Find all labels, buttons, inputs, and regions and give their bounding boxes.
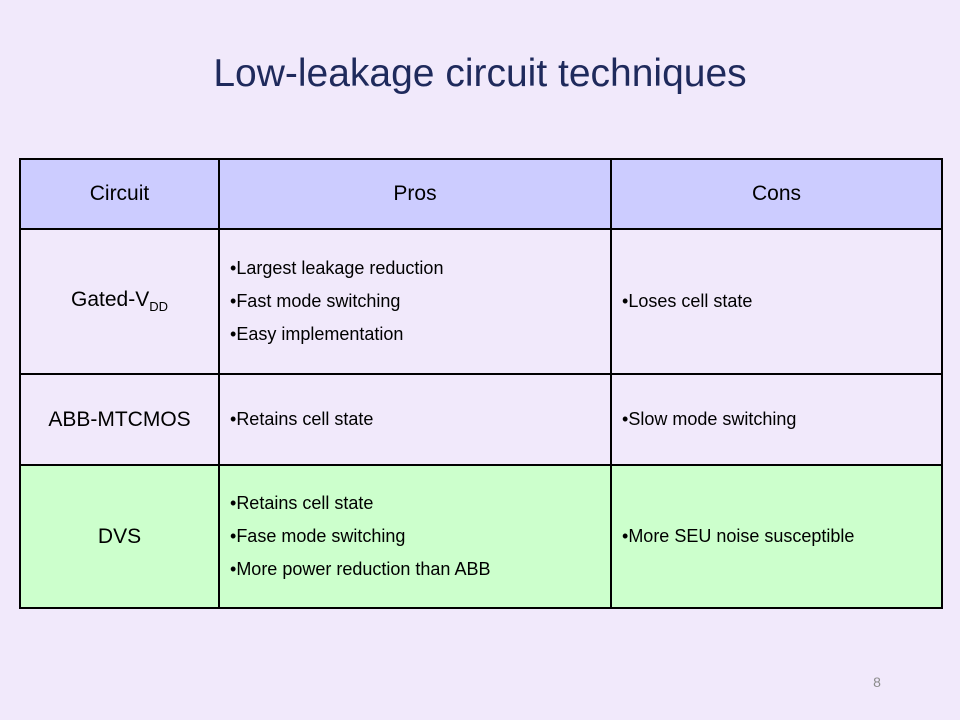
- circuit-cell: DVS: [19, 464, 220, 609]
- circuit-name: Gated-V: [71, 288, 150, 312]
- slide-title: Low-leakage circuit techniques: [213, 52, 747, 95]
- comparison-table: Circuit Pros Cons Gated-VDD Largest leak…: [19, 158, 943, 609]
- cons-cell: Loses cell state: [610, 228, 943, 375]
- header-cons: Cons: [610, 158, 943, 230]
- pros-item: Fase mode switching: [230, 520, 609, 553]
- circuit-cell: Gated-VDD: [19, 228, 220, 375]
- cons-item: Loses cell state: [622, 285, 940, 318]
- circuit-subscript: DD: [149, 299, 168, 315]
- table-row: Gated-VDD Largest leakage reduction Fast…: [19, 228, 943, 375]
- page-number: 8: [873, 674, 881, 690]
- pros-item: More power reduction than ABB: [230, 553, 609, 586]
- cons-cell: Slow mode switching: [610, 373, 943, 466]
- table-row-highlighted: DVS Retains cell state Fase mode switchi…: [19, 464, 943, 609]
- pros-cell: Retains cell state Fase mode switching M…: [218, 464, 612, 609]
- pros-item: Retains cell state: [230, 487, 609, 520]
- cons-cell: More SEU noise susceptible: [610, 464, 943, 609]
- table-row: ABB-MTCMOS Retains cell state Slow mode …: [19, 373, 943, 466]
- cons-item: More SEU noise susceptible: [622, 520, 940, 553]
- circuit-name: ABB-MTCMOS: [48, 407, 191, 431]
- pros-item: Largest leakage reduction: [230, 252, 609, 285]
- circuit-name: DVS: [97, 524, 142, 548]
- circuit-cell: ABB-MTCMOS: [19, 373, 220, 466]
- pros-item: Retains cell state: [230, 403, 609, 436]
- cons-item: Slow mode switching: [622, 403, 940, 436]
- table-header-row: Circuit Pros Cons: [19, 158, 943, 230]
- header-circuit: Circuit: [19, 158, 220, 230]
- pros-cell: Retains cell state: [218, 373, 612, 466]
- pros-cell: Largest leakage reduction Fast mode swit…: [218, 228, 612, 375]
- header-pros: Pros: [218, 158, 612, 230]
- pros-item: Fast mode switching: [230, 285, 609, 318]
- pros-item: Easy implementation: [230, 318, 609, 351]
